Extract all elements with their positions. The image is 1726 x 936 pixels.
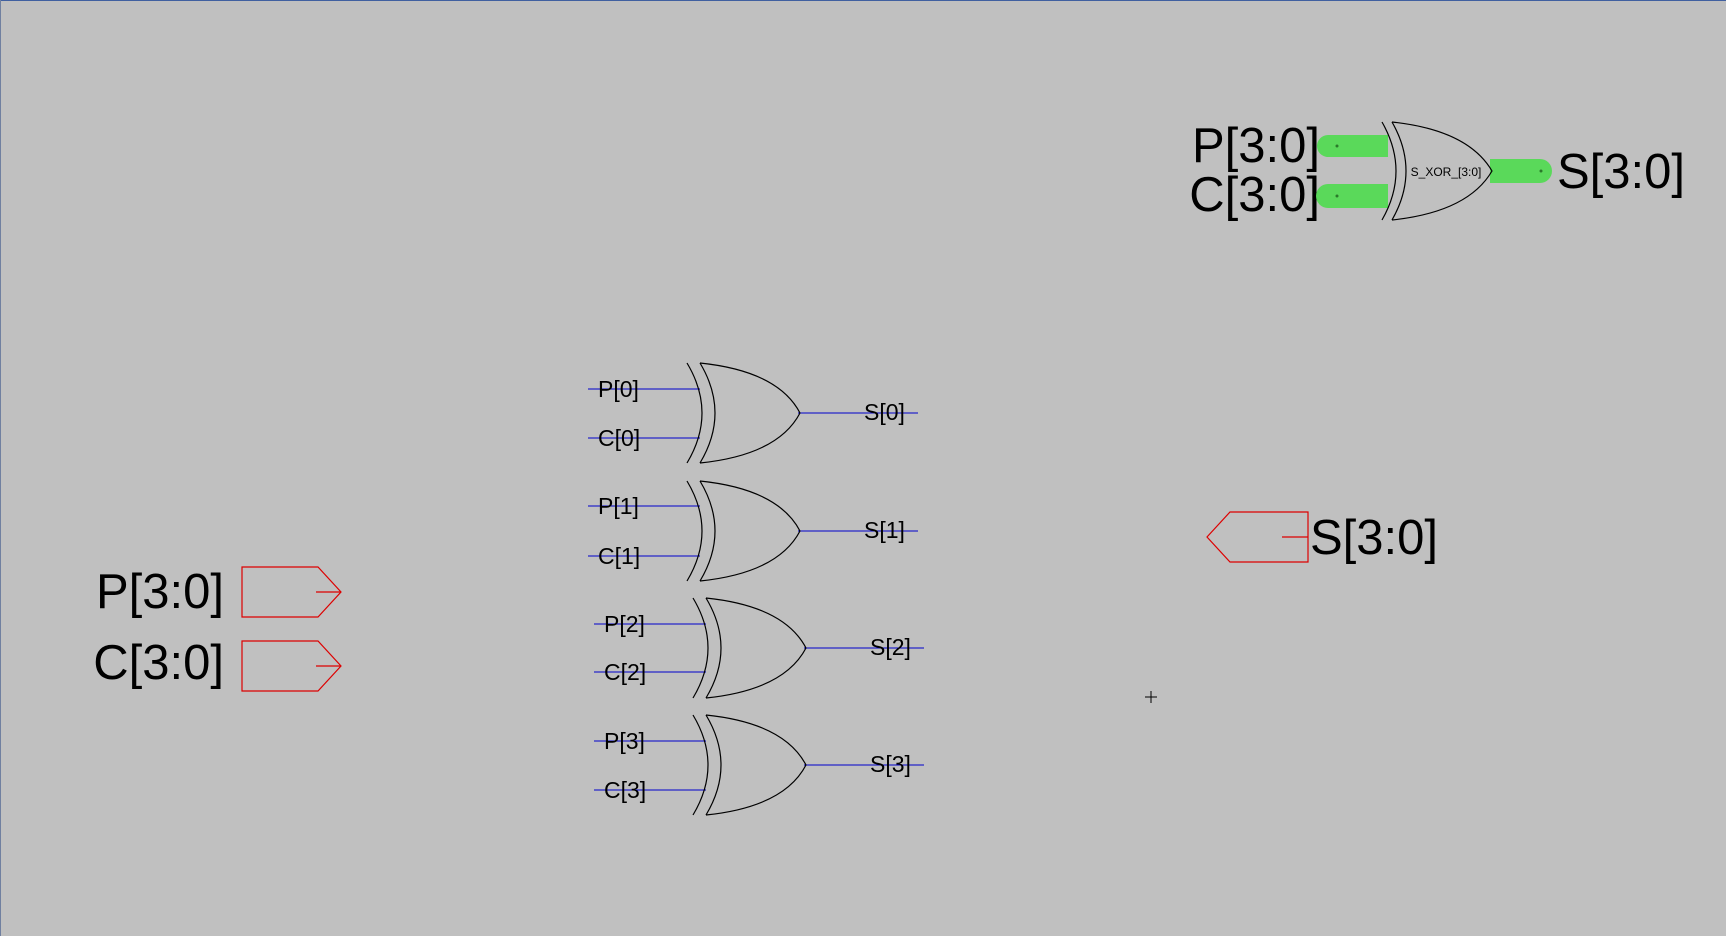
xor-gate-1[interactable]: P[1] C[1] S[1] (588, 480, 918, 582)
gate-3-input-b-label: C[3] (604, 777, 646, 803)
gate-2-input-b-label: C[2] (604, 659, 646, 685)
symbol-output-label: S[3:0] (1557, 145, 1685, 199)
input-port-arrow-icon (241, 640, 342, 692)
symbol-input-label-p: P[3:0] (1192, 119, 1320, 173)
symbol-input-label-c: C[3:0] (1189, 168, 1320, 222)
xor-gate-0[interactable]: P[0] C[0] S[0] (588, 362, 918, 464)
xor-gate-3[interactable]: P[3] C[3] S[3] (594, 714, 924, 816)
input-port-c[interactable]: C[3:0] (93, 636, 342, 692)
input-port-arrow-icon (241, 566, 342, 618)
symbol-input-pin-p-cap (1317, 135, 1328, 157)
xor-gate-icon (692, 714, 807, 816)
symbol-instance-name: S_XOR_[3:0] (1411, 165, 1482, 179)
gate-1-input-b-label: C[1] (598, 543, 640, 569)
crosshair-cursor-icon (1145, 691, 1157, 703)
symbol-pin-dot-s (1539, 169, 1543, 173)
gate-0-input-b-label: C[0] (598, 425, 640, 451)
output-port-label-s: S[3:0] (1310, 511, 1438, 565)
symbol-pin-dot-p (1335, 144, 1339, 148)
gate-2-output-label: S[2] (870, 634, 911, 660)
gate-3-input-a-label: P[3] (604, 728, 645, 754)
xor-gate-icon (1381, 121, 1493, 221)
gate-1-input-a-label: P[1] (598, 493, 639, 519)
input-port-p[interactable]: P[3:0] (96, 565, 342, 619)
symbol-output-pin[interactable] (1490, 159, 1552, 183)
gate-2-input-a-label: P[2] (604, 611, 645, 637)
xor-gate-2[interactable]: P[2] C[2] S[2] (594, 597, 924, 699)
symbol-pin-dot-c (1335, 194, 1339, 198)
output-port-arrow-icon (1206, 511, 1309, 563)
symbol-input-pin-p[interactable] (1322, 146, 1388, 157)
xor-gate-icon (686, 480, 801, 582)
xor-gate-icon (692, 597, 807, 699)
xor-gate-icon (686, 362, 801, 464)
gate-0-output-label: S[0] (864, 399, 905, 425)
gate-3-output-label: S[3] (870, 751, 911, 777)
symbol-input-pin-p-lower (1328, 135, 1388, 146)
input-port-label-c: C[3:0] (93, 636, 224, 690)
gate-1-output-label: S[1] (864, 517, 905, 543)
xor-symbol[interactable]: P[3:0] C[3:0] S_XOR_[3:0] S[3:0] (1189, 119, 1685, 222)
output-port-s[interactable]: S[3:0] (1206, 511, 1438, 565)
input-port-label-p: P[3:0] (96, 565, 224, 619)
gate-0-input-a-label: P[0] (598, 376, 639, 402)
symbol-input-pin-c[interactable] (1316, 184, 1388, 208)
